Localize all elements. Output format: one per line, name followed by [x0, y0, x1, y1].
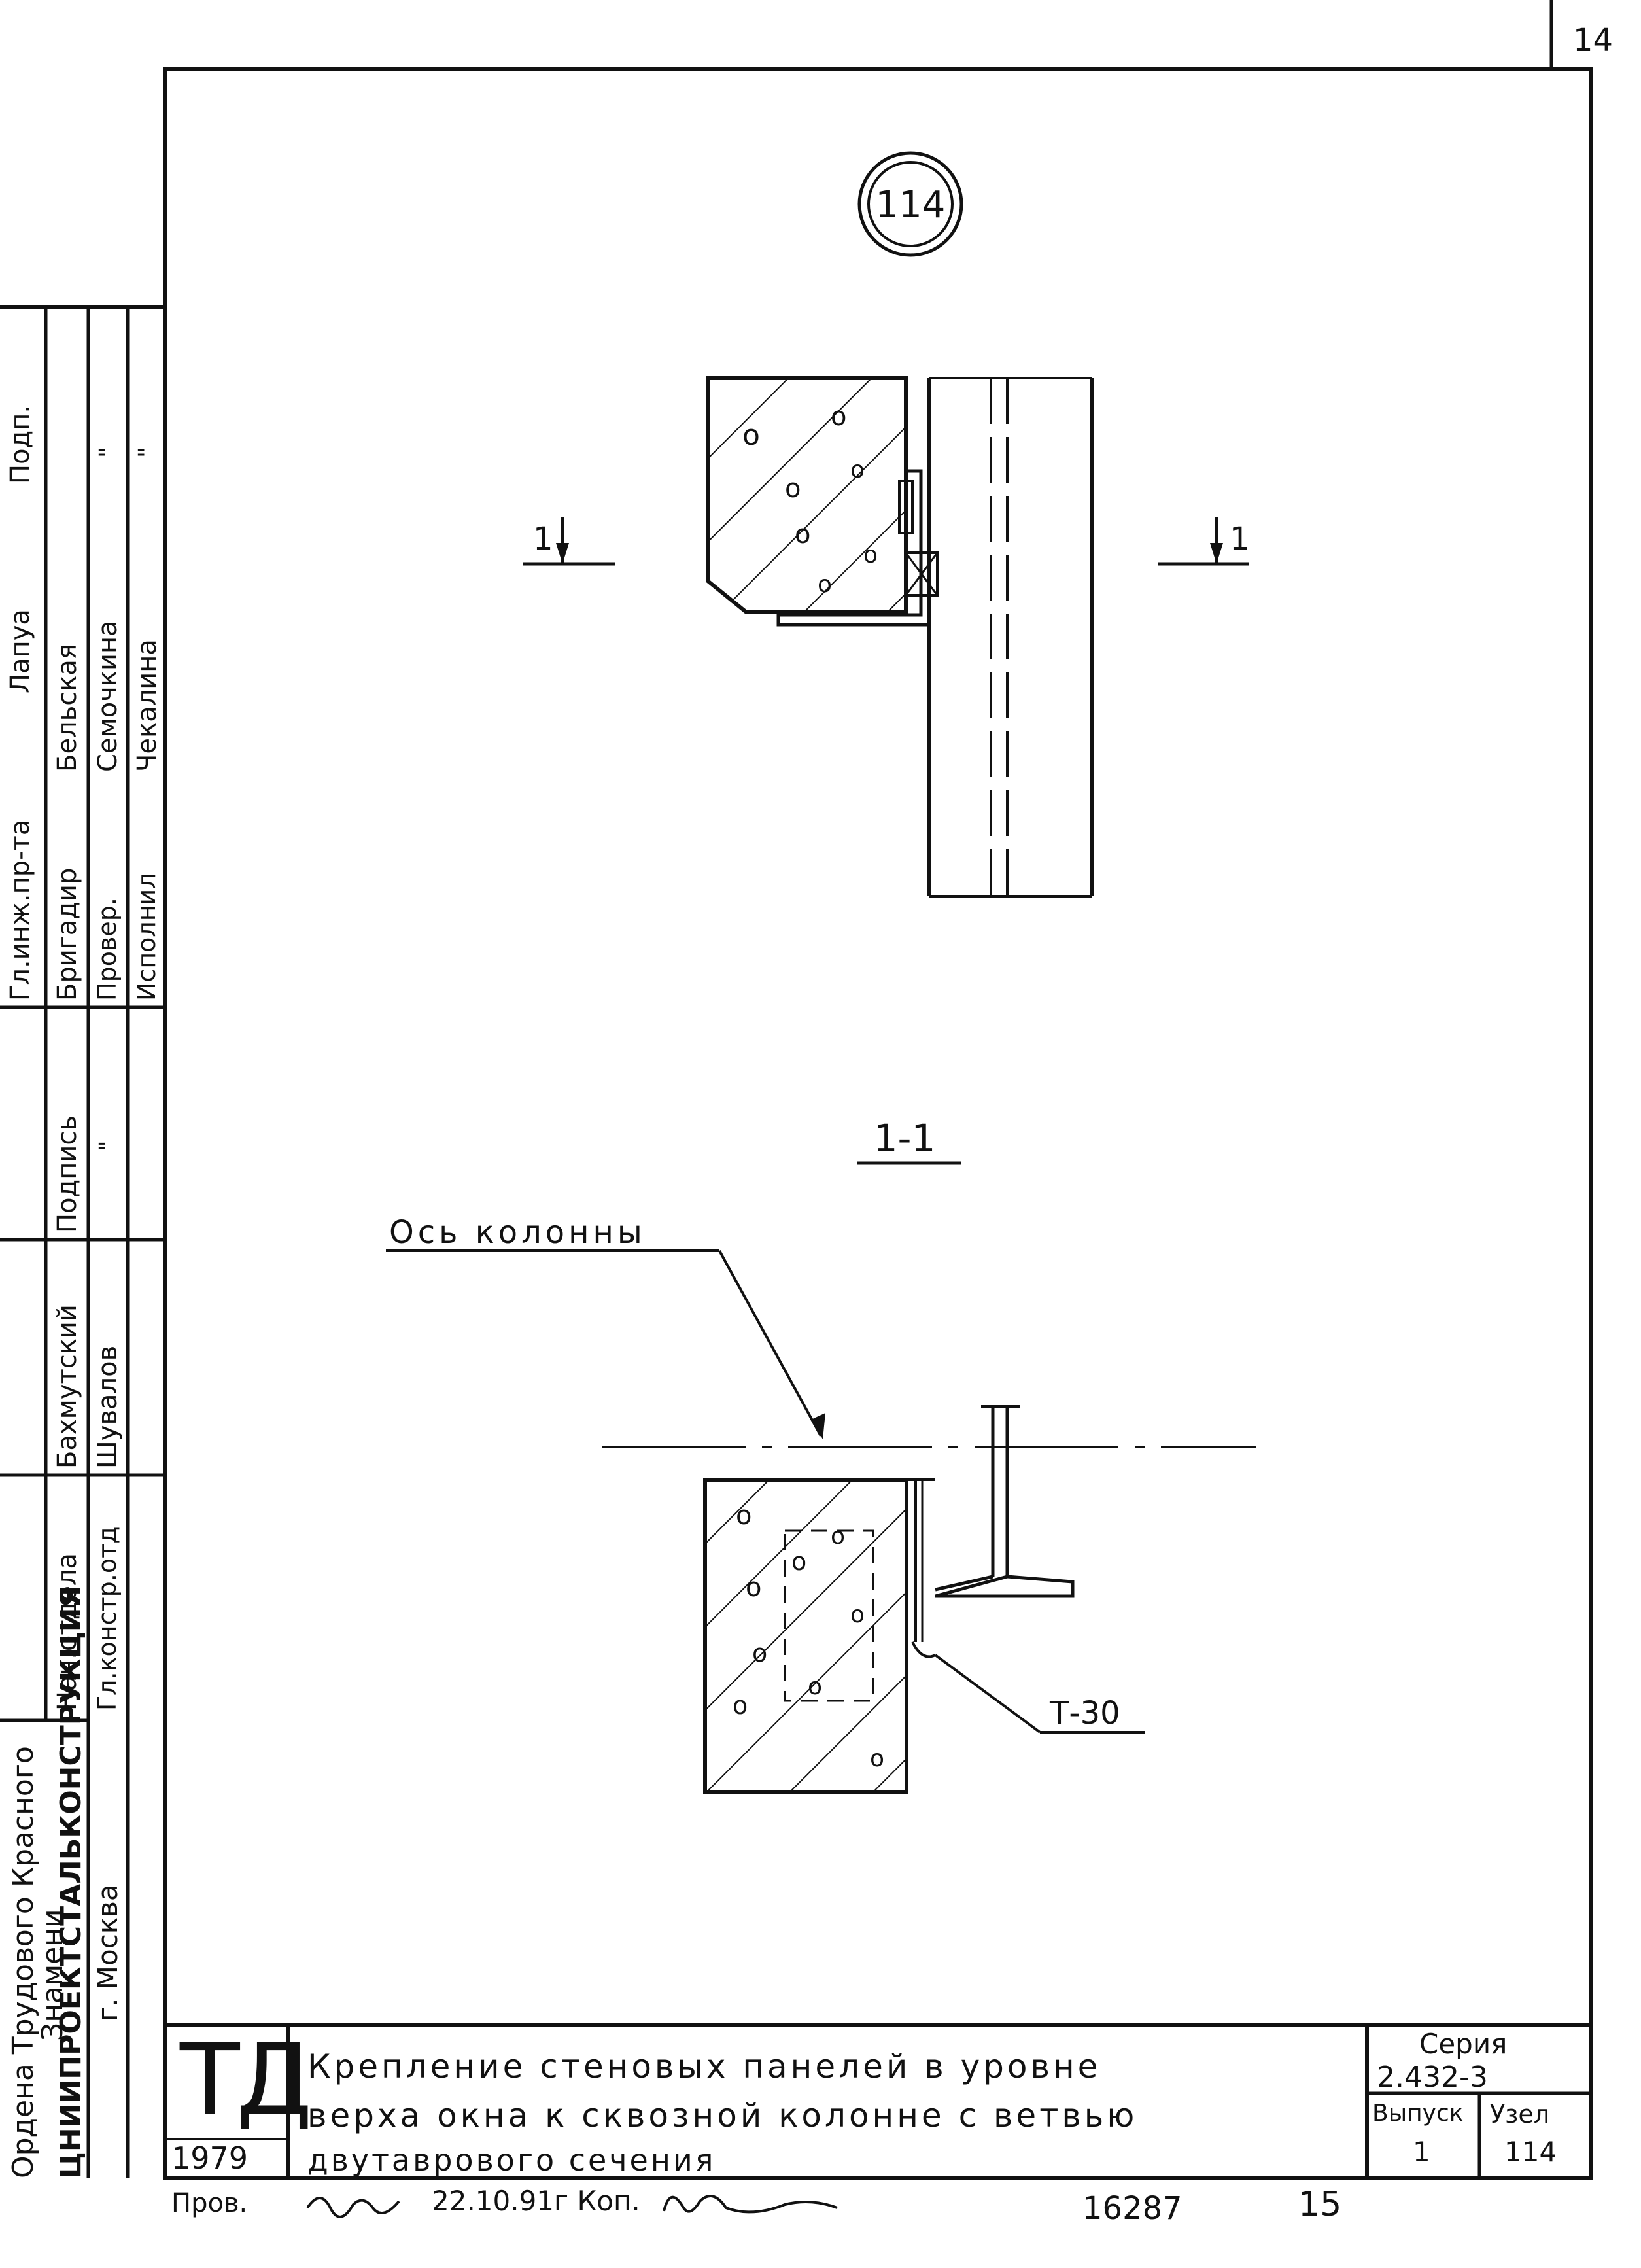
svg-text:o: o — [733, 1691, 748, 1720]
svg-text:o: o — [746, 1573, 761, 1603]
elevation-view: o o o o o o o 1 1 — [523, 376, 1250, 898]
svg-text:o: o — [736, 1501, 751, 1531]
svg-text:o: o — [831, 402, 846, 432]
checked-label: Пров. — [171, 2188, 248, 2218]
copier-signature — [663, 2195, 838, 2214]
series-label: Серия — [1419, 2028, 1508, 2060]
left-stamp — [0, 305, 165, 2178]
section-mark-left: 1 — [533, 521, 553, 557]
page-number: 15 — [1298, 2185, 1342, 2224]
checker-signature — [306, 2197, 400, 2218]
svg-text:o: o — [850, 457, 865, 483]
title-line1: Крепление стеновых панелей в уровне — [307, 2048, 1101, 2085]
node-marker-label: 114 — [876, 184, 946, 226]
section-mark-right: 1 — [1230, 521, 1250, 557]
svg-text:o: o — [818, 571, 832, 598]
inventory-number: 16287 — [1082, 2190, 1183, 2227]
drawing-frame — [163, 67, 1593, 2180]
axis-label: Ось колонны — [389, 1214, 646, 1251]
svg-text:o: o — [870, 1745, 884, 1772]
callout-label: Т-30 — [1049, 1695, 1120, 1732]
sheet-number: 14 — [1573, 22, 1613, 59]
title-line2: верха окна к сквозной колонне с ветвью — [307, 2097, 1138, 2135]
svg-text:o: o — [791, 1547, 806, 1576]
svg-text:o: o — [752, 1639, 767, 1667]
logo: ТД — [180, 2023, 313, 2137]
node-label: Узел — [1490, 2100, 1550, 2129]
title-line3: двутаврового сечения — [307, 2142, 716, 2178]
section-title: 1-1 — [874, 1116, 936, 1160]
section-view: 1-1 Ось колонны o o o o o o o o o Т-30 — [386, 1116, 1256, 1794]
series-value: 2.432-3 — [1377, 2061, 1488, 2094]
node-marker: 114 — [857, 151, 963, 257]
issue-label: Выпуск — [1372, 2100, 1464, 2127]
issue-value: 1 — [1413, 2136, 1430, 2168]
date-copy: 22.10.91г Коп. — [432, 2185, 640, 2217]
svg-text:o: o — [831, 1523, 845, 1550]
sheet-number-box: 14 — [1549, 0, 1613, 69]
node-value: 114 — [1504, 2136, 1557, 2168]
svg-text:o: o — [850, 1601, 865, 1628]
svg-text:o: o — [742, 419, 760, 452]
svg-text:o: o — [863, 542, 878, 568]
year: 1979 — [171, 2140, 249, 2176]
svg-text:o: o — [785, 474, 801, 504]
svg-text:o: o — [808, 1673, 822, 1700]
svg-text:o: o — [795, 519, 810, 550]
